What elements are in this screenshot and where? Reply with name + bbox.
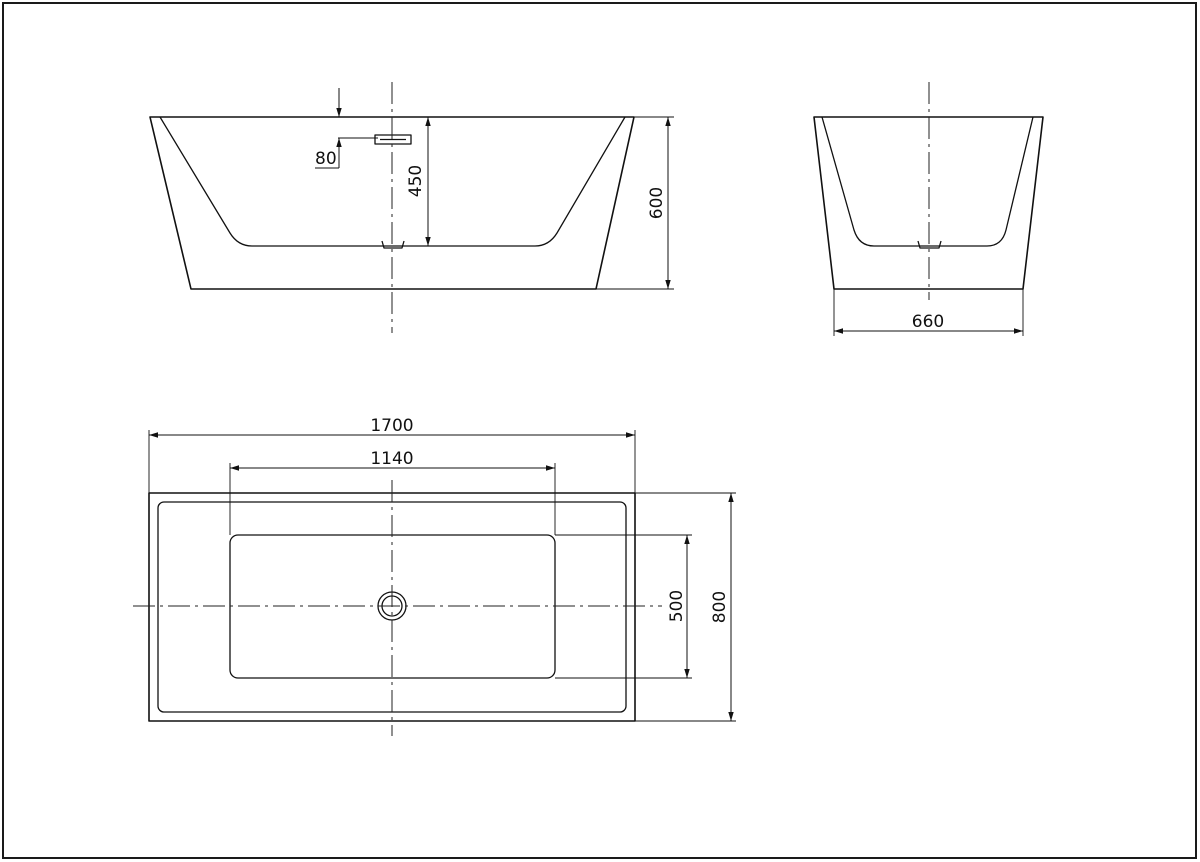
side-view-overflow-fitting	[374, 134, 412, 145]
overflow-depth-label: 80	[315, 149, 337, 169]
end-view-drain	[917, 240, 942, 249]
overall-height-label: 600	[647, 187, 667, 219]
inner-depth-label: 450	[406, 165, 426, 197]
overall-width-label: 800	[710, 591, 730, 623]
basin-width-label: 500	[667, 590, 687, 622]
end-view-inner-basin	[821, 116, 1034, 247]
end-width-label: 660	[912, 312, 944, 332]
overall-length-label: 1700	[370, 416, 413, 436]
basin-length-label: 1140	[370, 449, 413, 469]
side-view-drain	[381, 240, 405, 249]
side-elevation-view: 80 450 600	[149, 82, 674, 333]
end-elevation-view: 660	[813, 82, 1044, 336]
plan-view: 1700 1140 500 800	[133, 416, 736, 736]
